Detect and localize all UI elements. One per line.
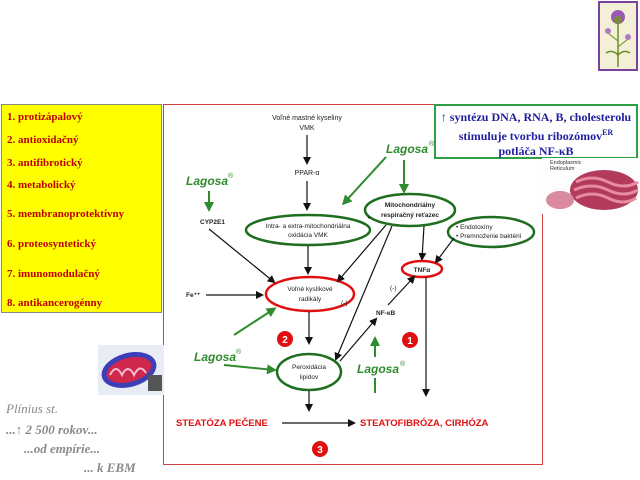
reg-mark: ®: [400, 360, 406, 368]
respiratory-label-2: respiračný reťazec: [381, 212, 439, 219]
property-item: 5. membranoprotektívny: [7, 208, 125, 220]
property-item: 4. metabolický: [7, 179, 76, 191]
lagosa-label-2: Lagosa: [386, 142, 428, 156]
svg-text:3: 3: [317, 445, 323, 456]
arrow-lagosa-peroxidation: [223, 364, 277, 375]
oxidation-label-2: oxidácia VMK: [288, 232, 328, 239]
info-line-1: ↑ syntézu DNA, RNA, B, cholesterolu: [440, 110, 632, 124]
peroxidation-label-2: lipidov: [300, 374, 319, 381]
mitochondrion-image: [98, 345, 164, 395]
nfkb-label: NF-κB: [376, 310, 395, 317]
oxidation-label-1: Intra- a extra-mitochondriálna: [266, 223, 351, 230]
pathway-svg: Voľné mastné kyseliny VMK PPAR-α Intra- …: [176, 115, 536, 457]
peroxidation-label-1: Peroxidácia: [292, 364, 326, 371]
inhibition-label-2: (-): [390, 285, 397, 292]
endotoxins-node: [446, 215, 536, 249]
lagosa-label-3: Lagosa: [194, 350, 236, 364]
ppar-label: PPAR-α: [295, 170, 320, 177]
er-label-1: Endoplasmic: [550, 160, 582, 166]
reg-mark: ®: [236, 348, 242, 356]
thistle-plant-image: [598, 1, 638, 71]
inhibition-label: (-): [341, 300, 348, 307]
arrow-peroxidation-nfkb: [339, 317, 378, 362]
respiratory-chain-node: [363, 192, 457, 228]
arrow-respiratory-tnf: [418, 225, 427, 261]
arrow-nfkb-tnf: [387, 275, 416, 306]
tnf-node: [400, 259, 444, 279]
badge-1: [402, 332, 418, 348]
arrow-cyp-radicals: [208, 228, 276, 284]
oxidation-node: [244, 213, 372, 247]
fe-label: Fe⁺⁺: [186, 292, 201, 299]
mechanism-info-box: ↑ syntézu DNA, RNA, B, cholesterolu stim…: [434, 104, 638, 159]
lipid-peroxidation-node: [275, 352, 343, 392]
svg-text:2: 2: [282, 335, 288, 346]
plinius-line-4: ... k EBM: [84, 460, 136, 475]
lagosa-label-4: Lagosa: [357, 362, 399, 376]
free-radicals-node: [264, 275, 356, 313]
pathway-diagram: Voľné mastné kyseliny VMK PPAR-α Intra- …: [163, 104, 543, 465]
cyp-label: CYP2E1: [200, 219, 225, 226]
plinius-line-2: ...↑ 2 500 rokov...: [6, 422, 98, 437]
tnf-label: TNFα: [414, 267, 431, 274]
fatty-acids-label: Voľné mastné kyseliny: [272, 115, 342, 122]
arrow-respiratory-peroxidation: [334, 225, 393, 361]
property-item: 7. imunomodulačný: [7, 268, 100, 280]
steatofibrosis-label: STEATOFIBRÓZA, CIRHÓZA: [360, 417, 489, 429]
badge-3: [312, 441, 328, 457]
respiratory-label-1: Mitochondriálny: [385, 202, 436, 209]
arrow-lagosa-radicals: [233, 307, 277, 336]
properties-panel: 1. protizápalový 2. antioxidačný 3. anti…: [1, 104, 162, 313]
property-item: 6. proteosyntetický: [7, 238, 97, 250]
arrow-endotoxins-tnf: [434, 237, 455, 264]
reg-mark: ®: [228, 172, 234, 180]
badge-2: [277, 331, 293, 347]
steatosis-label: STEATÓZA PEČENE: [176, 417, 268, 429]
info-line-3: potláča NF-κB: [498, 144, 574, 158]
arrow-lagosa-oxidation: [341, 156, 387, 206]
svg-text:1: 1: [407, 336, 413, 347]
endoplasmic-reticulum-image: Endoplasmic Reticulum: [542, 158, 640, 214]
property-item: 2. antioxidačný: [7, 134, 79, 146]
plinius-line-3: ...od empírie...: [24, 441, 101, 456]
property-item: 1. protizápalový: [7, 111, 83, 123]
er-label-2: Reticulum: [550, 166, 575, 172]
reg-mark: ®: [429, 140, 435, 148]
lagosa-label-1: Lagosa: [186, 174, 228, 188]
endotoxins-label-2: • Premnoženie baktérií: [456, 233, 522, 240]
arrow-respiratory-radicals: [336, 224, 387, 283]
property-item: 3. antifibrotický: [7, 157, 83, 169]
property-item: 8. antikancerogénny: [7, 297, 103, 309]
info-line-2: stimuluje tvorbu ribozómovER: [458, 128, 614, 143]
endotoxins-label-1: • Endotoxíny: [456, 224, 493, 231]
radicals-label-1: Voľné kyslíkové: [287, 286, 333, 293]
vmk-label: VMK: [299, 125, 315, 132]
radicals-label-2: radikály: [299, 296, 322, 303]
plinius-line-1: Plínius st.: [6, 401, 59, 416]
